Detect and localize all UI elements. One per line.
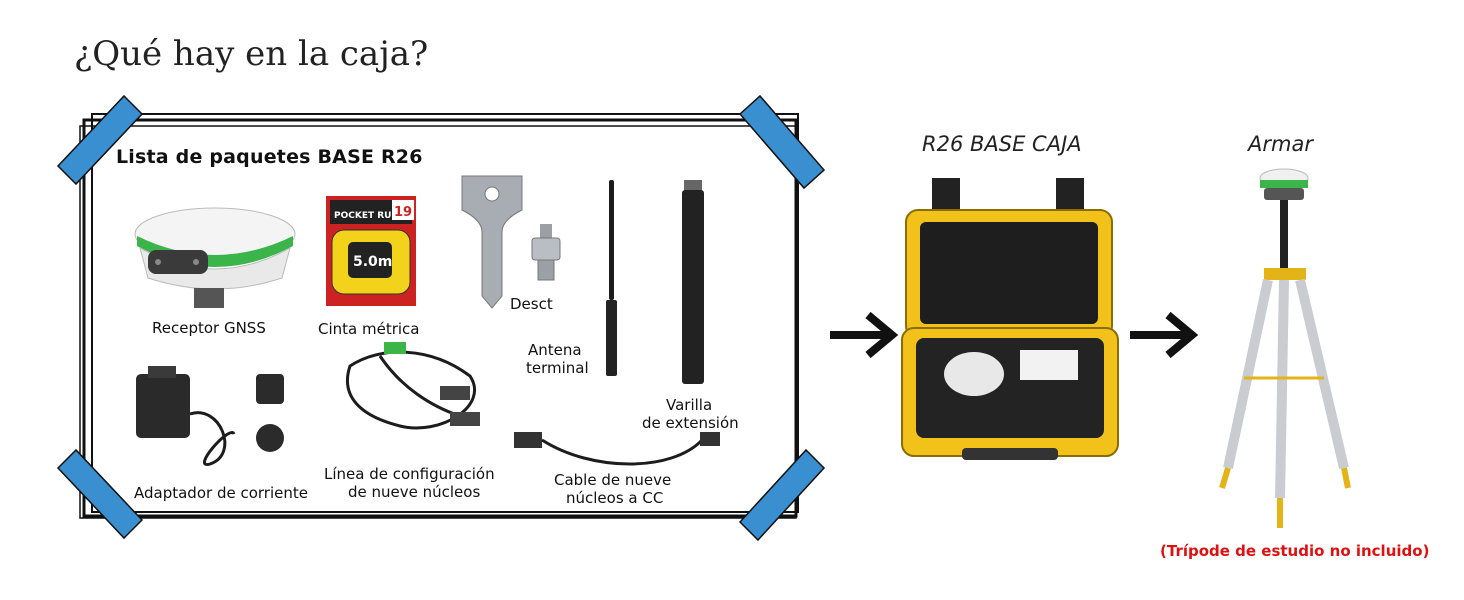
tape-measure-image: POCKET RULED 19 5.0m <box>326 196 416 306</box>
receiver-label: Receptor GNSS <box>152 319 266 337</box>
rod-label-2: de extensión <box>642 414 739 432</box>
adapter-screw-label: Desct <box>510 295 553 313</box>
package-title: Lista de paquetes BASE R26 <box>116 146 423 168</box>
config-cable-label-2: de nueve núcleos <box>348 483 481 501</box>
gnss-receiver-image <box>134 207 296 308</box>
tape-brand: POCKET RULED <box>334 211 411 221</box>
antenna-label-2: terminal <box>526 359 589 377</box>
tripod-not-included-note: (Trípode de estudio no incluido) <box>1160 542 1430 560</box>
tape-number: 19 <box>394 205 412 220</box>
arrow-right-icon <box>830 311 899 359</box>
tape-corner-tr <box>738 94 826 190</box>
case-caption: R26 BASE CAJA <box>922 132 1082 156</box>
config-cable-label-1: Línea de configuración <box>324 465 495 483</box>
arrow-right-icon <box>1130 311 1199 359</box>
tape-corner-tl <box>56 94 144 186</box>
tape-label: Cinta métrica <box>318 320 420 338</box>
antenna-image <box>606 180 617 376</box>
tripod-assembly-image <box>1219 168 1351 528</box>
tape-size: 5.0m <box>353 254 392 270</box>
power-adapter-label: Adaptador de corriente <box>134 484 308 502</box>
adapter-screw-image <box>531 224 561 281</box>
package-frame <box>79 113 799 519</box>
config-cable-image <box>345 342 480 430</box>
rod-label-1: Varilla <box>666 396 713 414</box>
extension-rod-image <box>682 180 704 384</box>
carry-case-image <box>901 178 1119 460</box>
metal-plate-image <box>461 175 523 309</box>
tape-corner-bl <box>56 448 144 540</box>
assembled-caption: Armar <box>1248 132 1313 156</box>
tape-corner-br <box>738 448 826 542</box>
dc-cable-label-2: núcleos a CC <box>566 489 664 507</box>
dc-cable-image <box>514 432 720 466</box>
antenna-label-1: Antena <box>528 341 582 359</box>
power-adapter-image <box>136 366 284 466</box>
page-title: ¿Qué hay en la caja? <box>74 34 429 74</box>
dc-cable-label-1: Cable de nueve <box>554 471 672 489</box>
